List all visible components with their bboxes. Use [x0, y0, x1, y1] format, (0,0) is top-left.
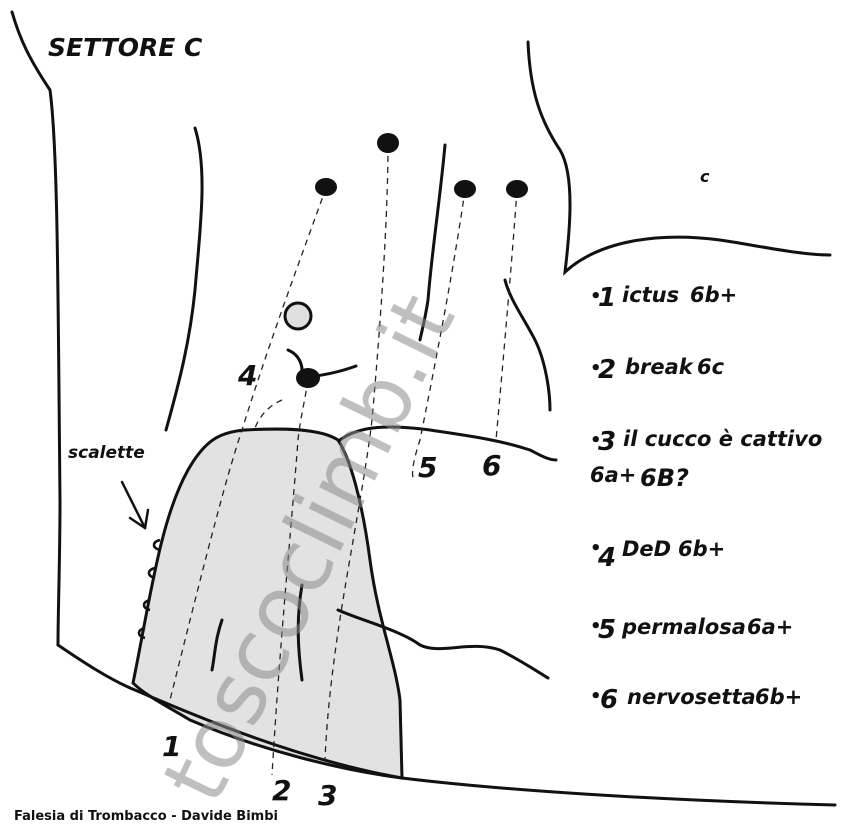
svg-text:6c: 6c — [697, 355, 725, 379]
rung — [152, 538, 161, 552]
route-number-drawing: 6 — [482, 449, 501, 482]
svg-text:•: • — [590, 358, 602, 379]
route-number-drawing: 1 — [162, 730, 181, 763]
crack-right — [503, 278, 552, 412]
svg-text:•: • — [590, 430, 602, 451]
svg-text:6a+: 6a+ — [747, 615, 793, 639]
svg-text:DeD: DeD — [622, 537, 671, 561]
anchor-dot — [377, 133, 399, 153]
sector-title: SETTORE C — [48, 33, 203, 62]
anchors — [296, 133, 528, 388]
open-anchor-ring — [283, 301, 313, 331]
anchor-dot — [315, 178, 337, 196]
crack-left — [164, 126, 204, 432]
left-cliff-edge — [10, 10, 62, 647]
anchor-dot — [506, 180, 528, 198]
pillar-crack-2 — [296, 583, 304, 682]
svg-text:•: • — [590, 286, 602, 307]
right-ridge — [526, 40, 832, 276]
route-number-drawing: 2 — [272, 774, 291, 807]
svg-text:6: 6 — [600, 685, 618, 715]
svg-text:il cucco è cattivo: il cucco è cattivo — [623, 427, 822, 451]
rung — [147, 566, 156, 580]
svg-text:•: • — [590, 686, 602, 707]
base-ground-line — [56, 643, 837, 807]
route-lines — [169, 144, 518, 776]
svg-text:6b+: 6b+ — [678, 537, 725, 561]
route-line-2 — [324, 144, 389, 761]
route-line-1 — [169, 187, 327, 701]
cliff-outline — [10, 10, 837, 807]
svg-text:•: • — [590, 616, 602, 637]
legend-item: • 6 nervosetta 6b+ — [590, 685, 802, 715]
svg-text:6b+: 6b+ — [690, 283, 737, 307]
svg-text:5: 5 — [598, 615, 616, 645]
crack-middle — [418, 143, 447, 342]
svg-text:•: • — [590, 538, 602, 559]
lower-right-ledge — [336, 608, 550, 680]
svg-text:6B?: 6B? — [640, 464, 689, 492]
scalette-label: scalette — [68, 443, 145, 463]
arrow-icon — [120, 480, 150, 530]
route-line-4 — [271, 379, 309, 776]
svg-text:6a+: 6a+ — [590, 463, 636, 487]
route-number-drawing: 4 — [237, 359, 257, 392]
route-number-drawing: 3 — [318, 779, 337, 812]
svg-text:4: 4 — [597, 543, 616, 573]
legend-item: • 2 break 6c — [590, 355, 725, 385]
anchor-dot — [454, 180, 476, 198]
ledge-line — [338, 425, 558, 462]
svg-text:2: 2 — [598, 355, 616, 385]
rung — [137, 626, 146, 640]
svg-text:ictus: ictus — [622, 283, 679, 307]
svg-text:6b+: 6b+ — [755, 685, 802, 709]
svg-text:1: 1 — [598, 283, 616, 313]
ladder-rungs — [137, 538, 161, 640]
legend-item: • 4 DeD 6b+ — [590, 537, 725, 573]
stray-mark: c — [700, 167, 710, 186]
pillar-crack-1 — [210, 618, 224, 672]
legend-item: • 3 il cucco è cattivo 6a+ 6B? — [590, 427, 822, 492]
route-line-3 — [411, 189, 466, 481]
svg-text:permalosa: permalosa — [621, 615, 746, 639]
credit-text: Falesia di Trombacco - Davide Bimbi — [14, 809, 278, 824]
route-number-drawing: 5 — [418, 451, 437, 484]
rung — [142, 598, 151, 612]
legend-item: • 5 permalosa 6a+ — [590, 615, 793, 645]
svg-text:3: 3 — [598, 427, 616, 457]
anchor-dot — [296, 368, 320, 388]
shaded-pillar — [131, 427, 404, 780]
route-legend: • 1 ictus 6b+ • 2 break 6c • 3 il cucco … — [590, 283, 822, 715]
legend-item: • 1 ictus 6b+ — [590, 283, 737, 313]
route-line-6 — [254, 399, 283, 429]
route-line-5 — [495, 189, 518, 441]
svg-text:nervosetta: nervosetta — [627, 685, 756, 709]
svg-text:break: break — [625, 355, 695, 379]
